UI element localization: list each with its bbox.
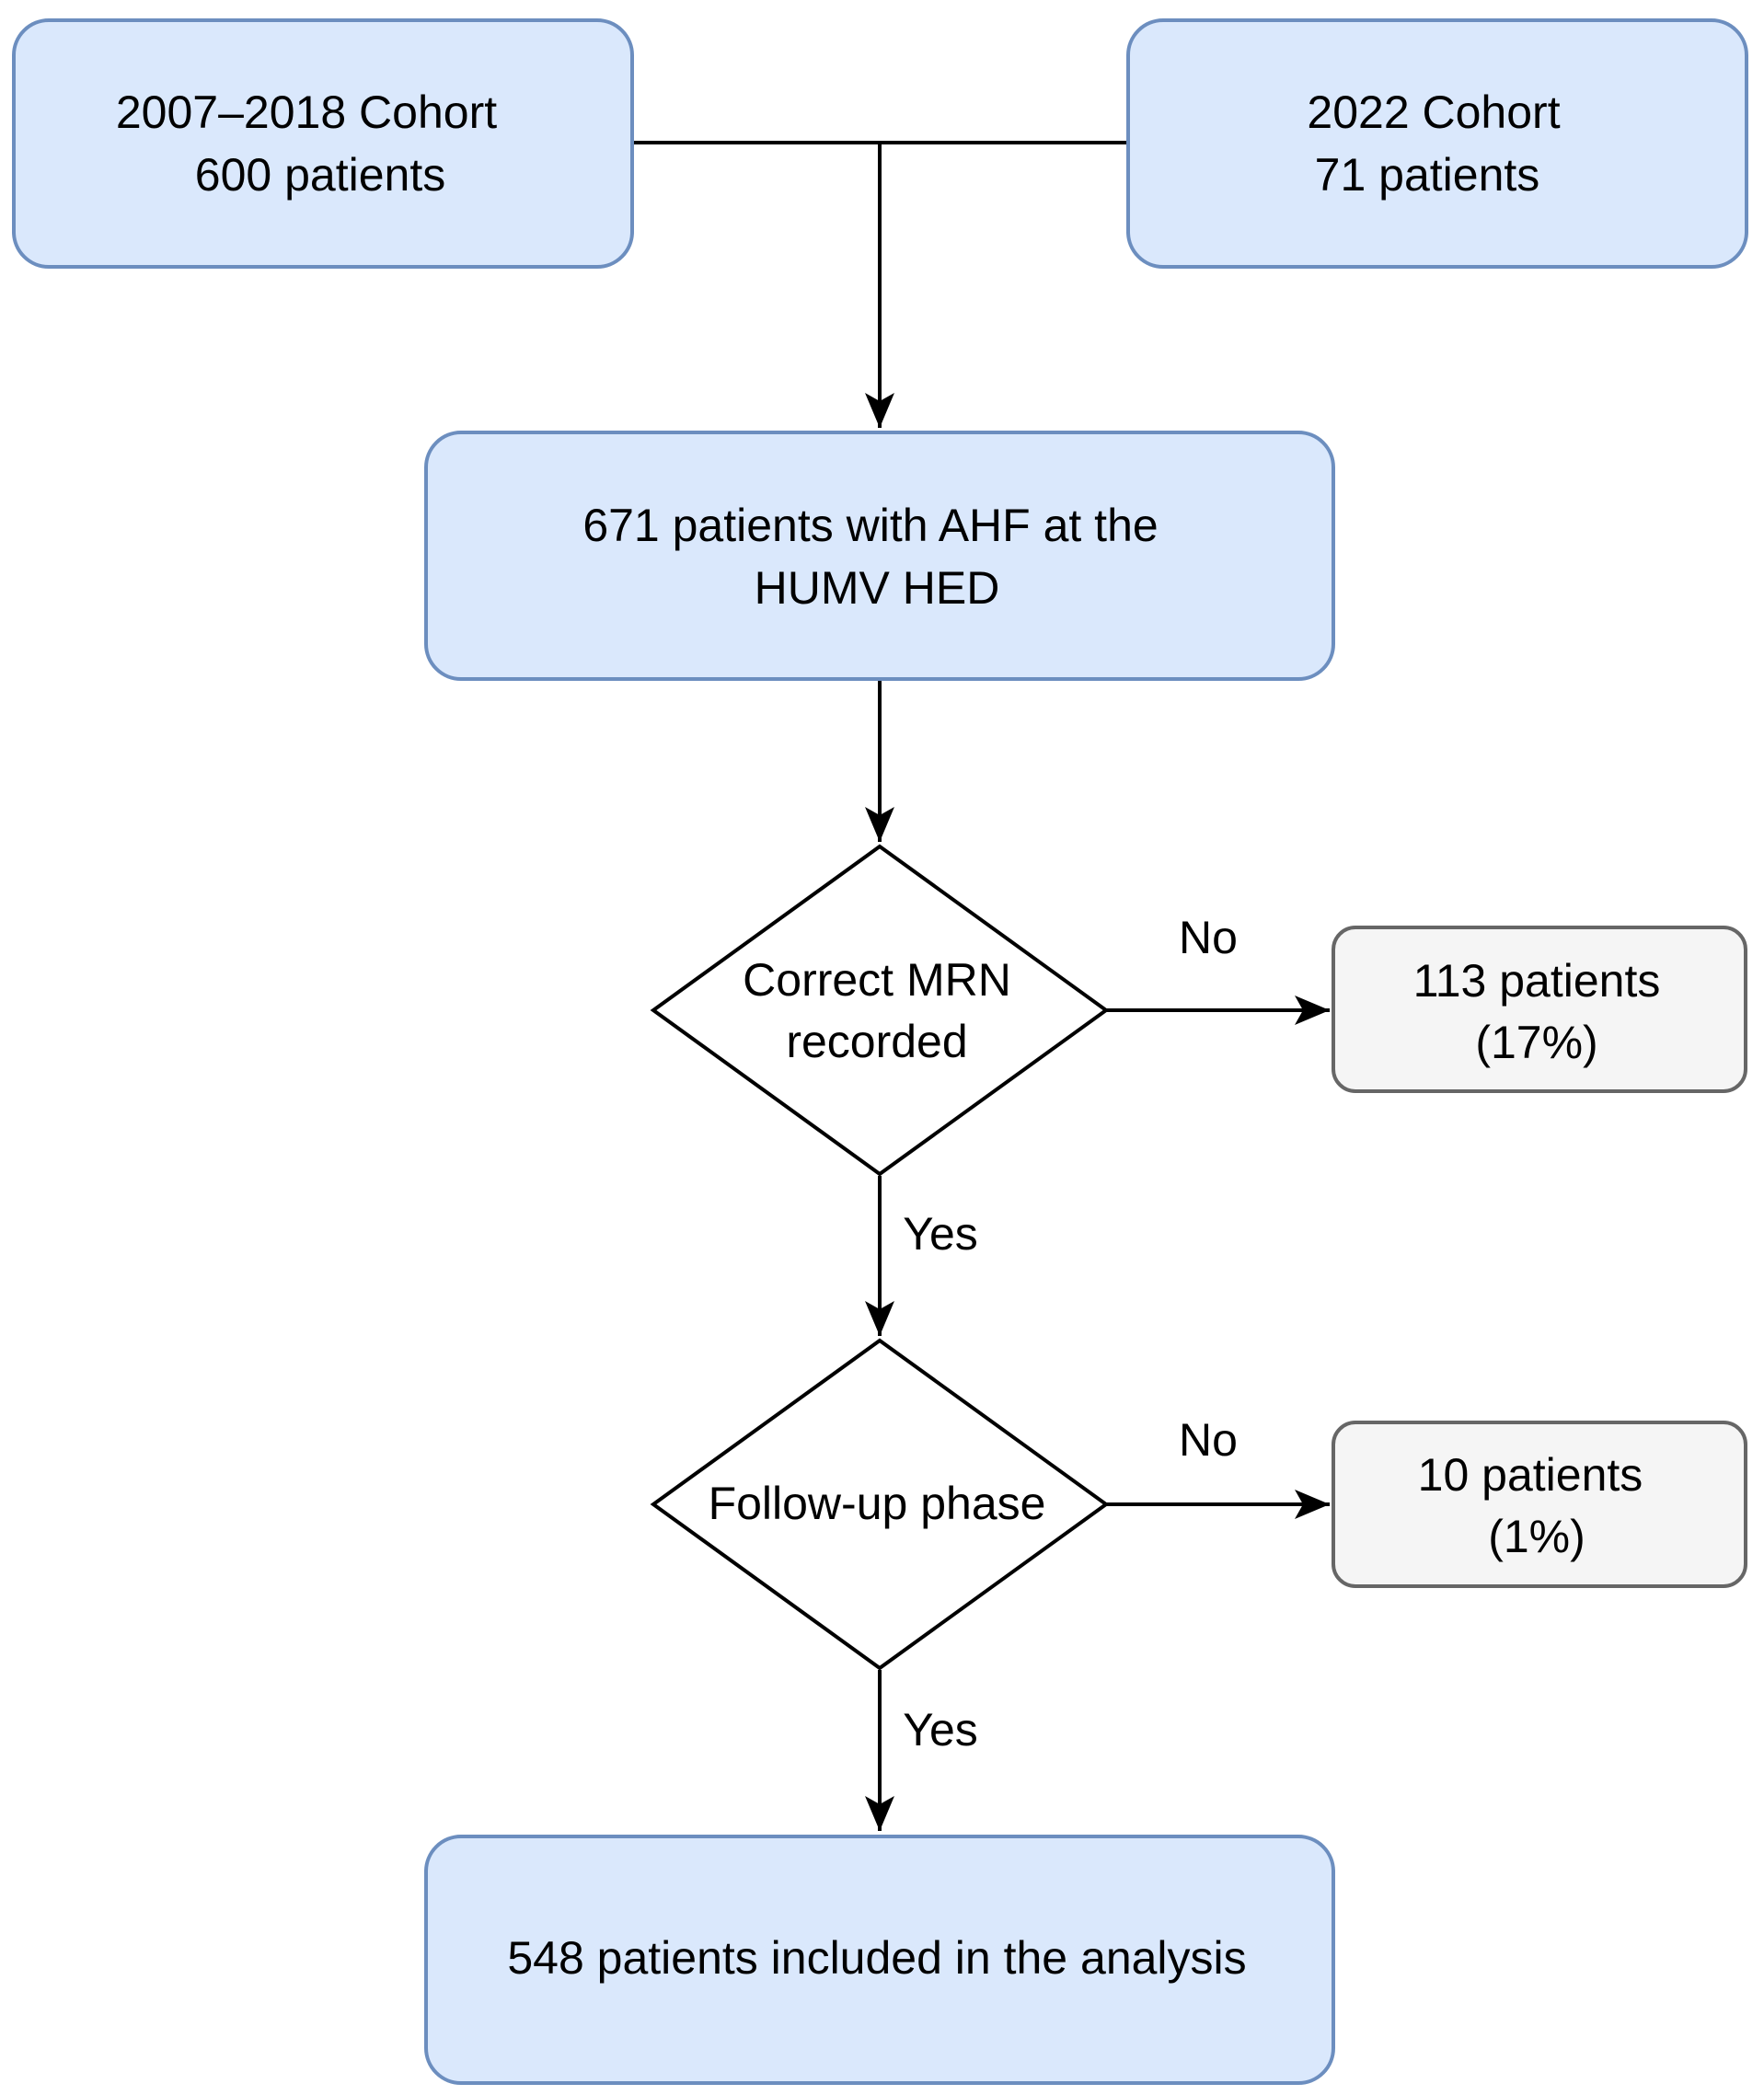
decision-follow-up: Follow-up phase: [650, 1338, 1110, 1671]
box-cohort-2007-2018: 2007–2018 Cohort 600 patients: [12, 18, 634, 269]
edge-label-mrn-no: No: [1179, 912, 1238, 963]
decision-correct-mrn-line2: recorded: [786, 1016, 967, 1067]
connectors: [632, 141, 1330, 1831]
cohort-2022-title: 2022 Cohort: [1307, 86, 1560, 138]
excluded-followup-percent: (1%): [1488, 1511, 1585, 1562]
edge-label-mrn-yes: Yes: [903, 1208, 978, 1260]
cohort-2022-count: 71 patients: [1315, 149, 1540, 201]
box-cohort-2007-2018-shape: [12, 18, 634, 269]
box-total-patients-shape: [424, 431, 1335, 681]
box-excluded-followup-shape: [1332, 1421, 1747, 1588]
box-cohort-2022-shape: [1126, 18, 1748, 269]
box-final-analysis-shape: [424, 1835, 1335, 2085]
excluded-followup-count: 10 patients: [1418, 1449, 1643, 1501]
excluded-mrn-count: 113 patients: [1413, 955, 1661, 1007]
cohort-2007-2018-count: 600 patients: [195, 149, 445, 201]
excluded-mrn-percent: (17%): [1475, 1017, 1597, 1068]
decision-follow-up-shape: [650, 1338, 1110, 1671]
cohort-2007-2018-title: 2007–2018 Cohort: [116, 86, 497, 138]
decision-correct-mrn: Correct MRN recorded: [650, 844, 1110, 1177]
decision-follow-up-label: Follow-up phase: [709, 1478, 1046, 1529]
box-excluded-followup: 10 patients (1%): [1332, 1421, 1747, 1588]
box-excluded-mrn: 113 patients (17%): [1332, 926, 1747, 1093]
box-cohort-2022: 2022 Cohort 71 patients: [1126, 18, 1748, 269]
decision-correct-mrn-line1: Correct MRN: [743, 954, 1011, 1006]
final-analysis-label: 548 patients included in the analysis: [507, 1932, 1246, 1984]
edge-label-followup-yes: Yes: [903, 1704, 978, 1755]
box-final-analysis: 548 patients included in the analysis: [424, 1835, 1335, 2085]
total-patients-line1: 671 patients with AHF at the: [582, 500, 1158, 551]
box-excluded-mrn-shape: [1332, 926, 1747, 1093]
box-total-patients: 671 patients with AHF at the HUMV HED: [424, 431, 1335, 681]
edge-label-followup-no: No: [1179, 1414, 1238, 1466]
decision-correct-mrn-shape: [650, 844, 1110, 1177]
total-patients-line2: HUMV HED: [755, 562, 1000, 614]
